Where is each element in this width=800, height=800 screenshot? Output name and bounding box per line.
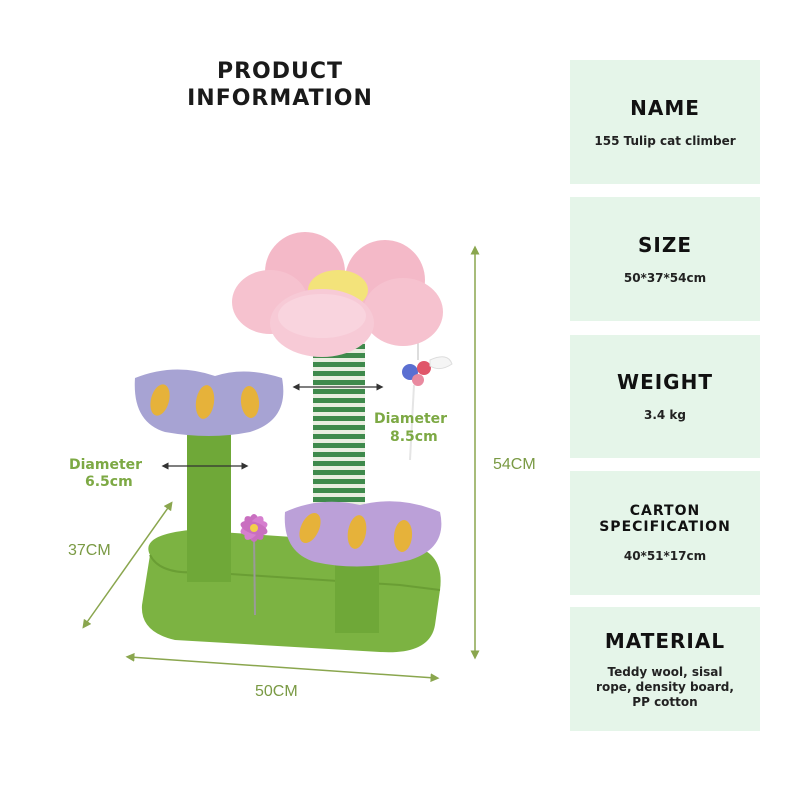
sisal-stripe — [313, 416, 365, 421]
sisal-stripe — [313, 470, 365, 475]
spec-value-material: Teddy wool, sisal rope, density board, P… — [596, 665, 734, 710]
sisal-stripe — [313, 461, 365, 466]
spec-card-size: SIZE 50*37*54cm — [570, 197, 760, 321]
depth-dimension-label: 37CM — [68, 542, 111, 559]
spec-card-carton: CARTON SPECIFICATION 40*51*17cm — [570, 471, 760, 595]
sisal-stripe — [313, 362, 365, 367]
spec-value-material-line-2: rope, density board, — [596, 679, 734, 694]
right-purple-platform — [284, 501, 442, 567]
title-line-2: INFORMATION — [187, 86, 373, 111]
sisal-stripe — [313, 479, 365, 484]
sisal-stripe — [313, 425, 365, 430]
sisal-stripe — [313, 389, 365, 394]
spec-value-material-line-1: Teddy wool, sisal — [607, 664, 723, 679]
sisal-stripe — [313, 443, 365, 448]
sisal-stripe — [313, 488, 365, 493]
sisal-stripe — [313, 353, 365, 358]
sisal-stripe — [313, 380, 365, 385]
hanging-toy — [402, 340, 453, 461]
width-dimension-line — [125, 652, 440, 683]
spec-card-name: NAME 155 Tulip cat climber — [570, 60, 760, 184]
spec-value-carton: 40*51*17cm — [623, 548, 707, 563]
spec-label-carton-line-1: CARTON — [629, 502, 701, 519]
spec-label-material: MATERIAL — [604, 628, 726, 653]
pinwheel-toy — [240, 514, 268, 542]
spec-label-carton: CARTON SPECIFICATION — [599, 503, 731, 535]
left-post — [187, 420, 231, 582]
spec-value-weight: 3.4 kg — [643, 408, 686, 422]
large-diameter-word: Diameter — [374, 411, 447, 427]
width-dimension-label: 50CM — [255, 683, 298, 700]
spec-card-material: MATERIAL Teddy wool, sisal rope, density… — [570, 607, 760, 731]
spec-value-material-line-3: PP cotton — [632, 694, 698, 709]
product-information-title: PRODUCT INFORMATION — [150, 58, 410, 112]
left-purple-platform — [134, 369, 284, 436]
spring-toy-wire — [253, 534, 256, 616]
sisal-stripe — [313, 497, 365, 502]
height-dimension-label: 54CM — [493, 456, 536, 473]
sisal-scratching-post — [313, 340, 365, 505]
spec-card-weight: WEIGHT 3.4 kg — [570, 335, 760, 458]
sisal-stripe — [313, 371, 365, 376]
cat-climber-illustration: 54CM 37CM 50CM Diameter 8.5cm Diameter 6… — [68, 232, 536, 700]
sisal-stripe — [313, 434, 365, 439]
sisal-stripe — [313, 407, 365, 412]
sisal-stripe — [313, 398, 365, 403]
small-diameter-value: 6.5cm — [85, 474, 133, 490]
depth-dimension-line — [82, 501, 173, 629]
small-diameter-word: Diameter — [69, 457, 142, 473]
spec-label-name: NAME — [630, 95, 700, 120]
pink-flower-top — [232, 232, 443, 357]
large-diameter-value: 8.5cm — [390, 429, 438, 445]
spec-value-name: 155 Tulip cat climber — [594, 133, 736, 148]
spec-label-carton-line-2: SPECIFICATION — [599, 518, 731, 535]
title-line-1: PRODUCT — [216, 59, 344, 84]
spec-label-weight: WEIGHT — [617, 370, 713, 394]
spec-label-size: SIZE — [637, 232, 692, 257]
spec-value-size: 50*37*54cm — [623, 270, 707, 285]
sisal-stripe — [313, 452, 365, 457]
